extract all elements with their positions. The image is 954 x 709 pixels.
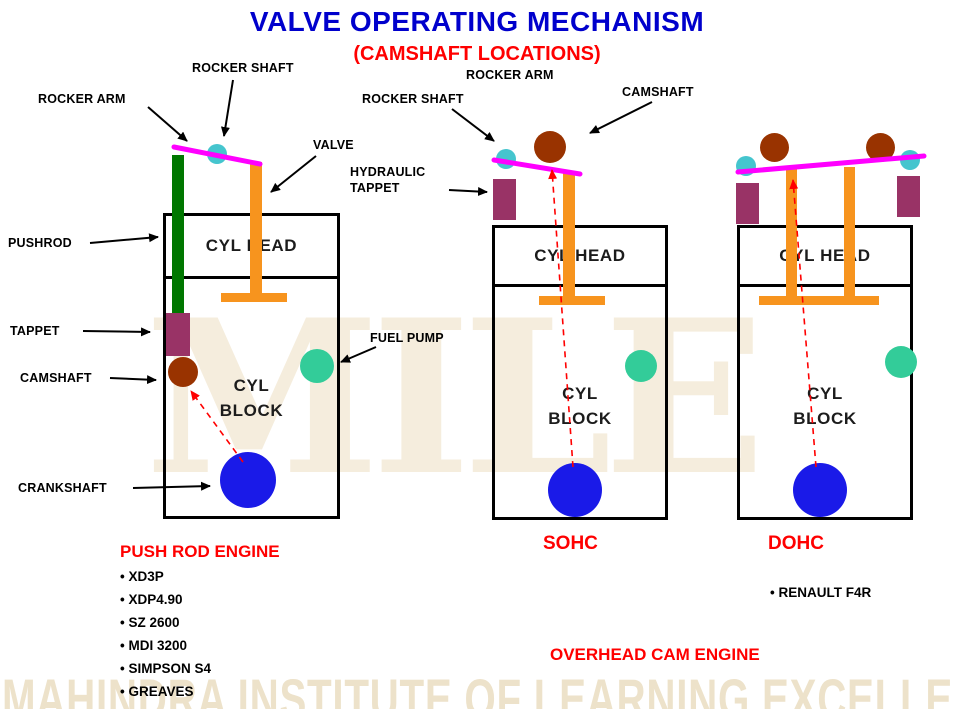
cyl-head-label: CYL HEAD xyxy=(534,246,626,265)
dohc-camshaft-shape-exhaust xyxy=(866,133,895,162)
pushrod-engine-title: PUSH ROD ENGINE xyxy=(120,542,280,561)
list-item: • GREAVES xyxy=(120,684,194,699)
slide-subtitle: (CAMSHAFT LOCATIONS) xyxy=(353,43,601,65)
arrow-valve xyxy=(270,155,317,193)
arrow-hydraulic-tappet xyxy=(448,187,488,197)
dohc-fuel-pump-shape xyxy=(885,346,917,378)
overhead-cam-caption: OVERHEAD CAM ENGINE xyxy=(550,645,760,664)
fuel-pump-shape xyxy=(300,349,334,383)
arrow-camshaft-mid xyxy=(589,101,653,134)
list-item: • MDI 3200 xyxy=(120,638,188,653)
dohc-cyl-head-box: CYL HEAD xyxy=(737,225,913,287)
slide-title: VALVE OPERATING MECHANISM xyxy=(249,6,705,37)
dohc-crankshaft-shape xyxy=(793,463,847,517)
arrow-rocker-arm-left xyxy=(147,106,188,142)
label-valve: VALVE xyxy=(313,138,354,152)
list-item: • XDP4.90 xyxy=(120,592,183,607)
dohc-tappet-shape-left xyxy=(736,183,759,224)
tappet-shape xyxy=(166,313,190,356)
sohc-crankshaft-shape xyxy=(548,463,602,517)
label-rocker-arm-left: ROCKER ARM xyxy=(38,92,126,106)
sohc-hydraulic-tappet-shape xyxy=(493,179,516,220)
arrow-tappet xyxy=(82,327,151,337)
rocker-shaft-shape xyxy=(207,144,227,164)
label-camshaft-left: CAMSHAFT xyxy=(20,371,92,385)
arrow-rocker-shaft-left xyxy=(220,79,234,137)
label-tappet: TAPPET xyxy=(10,324,60,338)
dohc-camshaft-shape-intake xyxy=(760,133,789,162)
dohc-valve-head-shape-right xyxy=(819,296,879,305)
dohc-rocker-shaft-shape-right xyxy=(900,150,920,170)
dohc-valve-head-shape-left xyxy=(759,296,819,305)
valve-head-shape xyxy=(221,293,287,302)
sohc-camshaft-shape xyxy=(534,131,566,163)
list-item: • SIMPSON S4 xyxy=(120,661,211,676)
label-fuel-pump: FUEL PUMP xyxy=(370,331,444,345)
label-rocker-shaft-mid: ROCKER SHAFT xyxy=(362,92,464,106)
dohc-rocker-shaft-shape-left xyxy=(736,156,756,176)
label-camshaft-mid: CAMSHAFT xyxy=(622,85,694,99)
dohc-valve-stem-shape-left xyxy=(786,169,797,300)
sohc-valve-stem-shape xyxy=(563,171,575,300)
list-item: • XD3P xyxy=(120,569,164,584)
label-hydraulic-tappet: HYDRAULIC TAPPET xyxy=(350,165,426,195)
cyl-block-label: CYL BLOCK xyxy=(548,384,612,428)
arrow-rocker-shaft-mid xyxy=(451,108,495,142)
arrow-pushrod xyxy=(89,233,159,244)
dohc-tappet-shape-right xyxy=(897,176,920,217)
list-item: • SZ 2600 xyxy=(120,615,180,630)
camshaft-shape xyxy=(168,357,198,387)
label-rocker-arm-mid: ROCKER ARM xyxy=(466,68,554,82)
sohc-valve-head-shape xyxy=(539,296,605,305)
renault-item: • RENAULT F4R xyxy=(770,585,872,600)
dohc-caption: DOHC xyxy=(768,533,824,554)
label-crankshaft: CRANKSHAFT xyxy=(18,481,107,495)
sohc-cyl-head-box: CYL HEAD xyxy=(492,225,668,287)
crankshaft-shape xyxy=(220,452,276,508)
label-rocker-shaft-left: ROCKER SHAFT xyxy=(192,61,294,75)
pushrod-rod-shape xyxy=(172,155,184,313)
sohc-caption: SOHC xyxy=(543,533,598,554)
cyl-block-label: CYL BLOCK xyxy=(793,384,857,428)
watermark-institute: MAHINDRA INSTITUTE OF LEARNING EXCELLENC… xyxy=(2,667,954,709)
sohc-fuel-pump-shape xyxy=(625,350,657,382)
valve-stem-shape xyxy=(250,162,262,298)
label-pushrod: PUSHROD xyxy=(8,236,72,250)
sohc-rocker-shaft-shape xyxy=(496,149,516,169)
dohc-valve-stem-shape-right xyxy=(844,167,855,300)
pushrod-engine-list: • XD3P • XDP4.90 • SZ 2600 • MDI 3200 • … xyxy=(120,565,211,703)
cyl-head-label: CYL HEAD xyxy=(779,246,871,265)
